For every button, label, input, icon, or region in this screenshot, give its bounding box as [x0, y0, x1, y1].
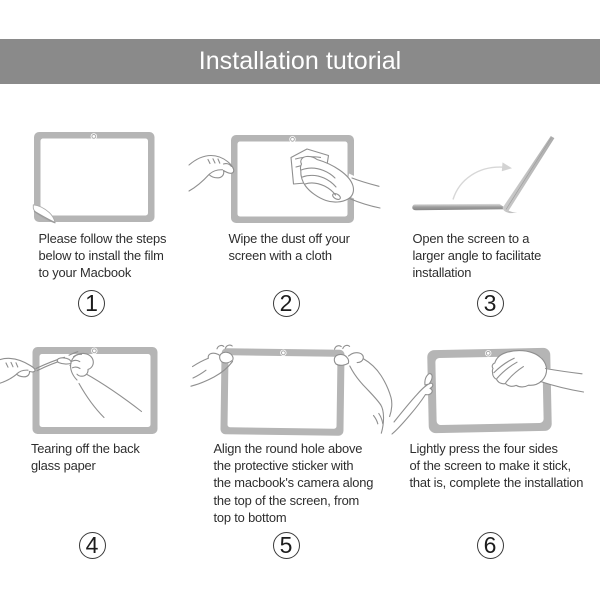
step-3-caption: Open the screen to a larger angle to fac… — [413, 230, 542, 282]
caption-line: installation — [412, 265, 472, 281]
step-5-number-badge: 5 — [272, 532, 300, 559]
camera-hole-icon — [485, 350, 492, 357]
step-1-number-badge: 1 — [78, 290, 105, 317]
step-3-number-badge: 3 — [476, 290, 504, 317]
step-4-panel: Tearing off the back glass paper 4 — [0, 330, 200, 600]
step-6-caption: Lightly press the four sides of the scre… — [410, 440, 584, 492]
step-number: 5 — [279, 532, 293, 558]
wiping-hand-icon — [299, 155, 383, 209]
step-6-illustration — [386, 330, 600, 600]
pulling-arm-icon — [56, 352, 143, 419]
caption-line: of the screen to make it stick, — [409, 458, 572, 474]
left-hand-icon — [184, 154, 235, 194]
step-2-illustration — [184, 100, 400, 330]
camera-hole-icon — [280, 349, 287, 357]
two-hands-aligning-film-top-corners-icon — [190, 344, 393, 436]
hands-pressing-screen-sides-icon — [386, 347, 585, 438]
caption-line: screen with a cloth — [228, 248, 333, 264]
caption-line: Wipe the dust off your — [228, 230, 350, 246]
open-direction-arrow-icon — [452, 162, 512, 200]
caption-line: the top of the screen, from — [213, 492, 360, 508]
macbook-screen-frame — [34, 132, 155, 222]
step-6-number-badge: 6 — [476, 532, 504, 559]
laptop-opened-wide-side-view-icon — [412, 136, 555, 214]
caption-line: that is, complete the installation — [409, 475, 584, 491]
right-hand-icon — [333, 344, 393, 434]
step-2-caption: Wipe the dust off your screen with a clo… — [229, 230, 350, 265]
caption-line: glass paper — [31, 458, 96, 474]
macbook-screen-frame — [220, 348, 345, 436]
step-4-illustration — [0, 330, 200, 600]
caption-line: Open the screen to a — [412, 230, 530, 246]
caption-line: to your Macbook — [38, 265, 132, 281]
step-5-caption: Align the round hole above the protectiv… — [214, 440, 374, 526]
macbook-screen-film-corner-peel-icon — [32, 132, 155, 224]
title-bar: Installation tutorial — [0, 39, 600, 84]
caption-line: Tearing off the back — [31, 440, 140, 456]
step-number: 1 — [85, 290, 98, 316]
step-number: 6 — [483, 532, 497, 558]
camera-hole-icon — [90, 133, 98, 140]
hand-wiping-screen-with-cloth-icon — [184, 135, 383, 223]
step-3-panel: Open the screen to a larger angle to fac… — [400, 100, 600, 330]
step-number: 4 — [85, 532, 99, 558]
step-5-illustration — [190, 330, 400, 600]
step-1-illustration — [0, 100, 200, 330]
camera-hole-icon — [289, 136, 296, 143]
hands-tearing-back-glass-paper-icon — [0, 347, 158, 434]
macbook-screen-frame — [32, 347, 158, 434]
caption-line: larger angle to facilitate — [412, 248, 542, 264]
caption-line: below to install the film — [38, 248, 164, 264]
caption-line: Please follow the steps — [38, 230, 167, 246]
caption-line: the macbook's camera along — [213, 475, 374, 491]
left-press-hand-icon — [386, 373, 434, 438]
film-peel-corner — [32, 204, 56, 224]
left-hand-icon — [190, 344, 234, 387]
caption-line: the protective sticker with — [213, 458, 354, 474]
step-number: 2 — [279, 290, 293, 316]
step-1-panel: Please follow the steps below to install… — [0, 100, 200, 330]
top-press-hand-icon — [491, 350, 585, 393]
step-2-number-badge: 2 — [272, 290, 300, 317]
step-2-panel: Wipe the dust off your screen with a clo… — [184, 100, 400, 330]
caption-line: top to bottom — [213, 509, 287, 525]
step-6-panel: Lightly press the four sides of the scre… — [386, 330, 600, 600]
caption-line: Lightly press the four sides — [409, 440, 558, 456]
step-3-illustration — [400, 100, 600, 330]
step-number: 3 — [483, 290, 497, 316]
page-title: Installation tutorial — [198, 47, 402, 75]
camera-hole-icon — [91, 347, 98, 354]
small-left-hand-icon — [0, 357, 36, 384]
laptop-screen — [502, 136, 555, 214]
laptop-base — [412, 203, 507, 211]
step-4-number-badge: 4 — [78, 532, 106, 559]
step-4-caption: Tearing off the back glass paper — [31, 440, 140, 475]
caption-line: Align the round hole above — [213, 440, 363, 456]
step-1-caption: Please follow the steps below to install… — [39, 230, 167, 282]
step-5-panel: Align the round hole above the protectiv… — [190, 330, 400, 600]
